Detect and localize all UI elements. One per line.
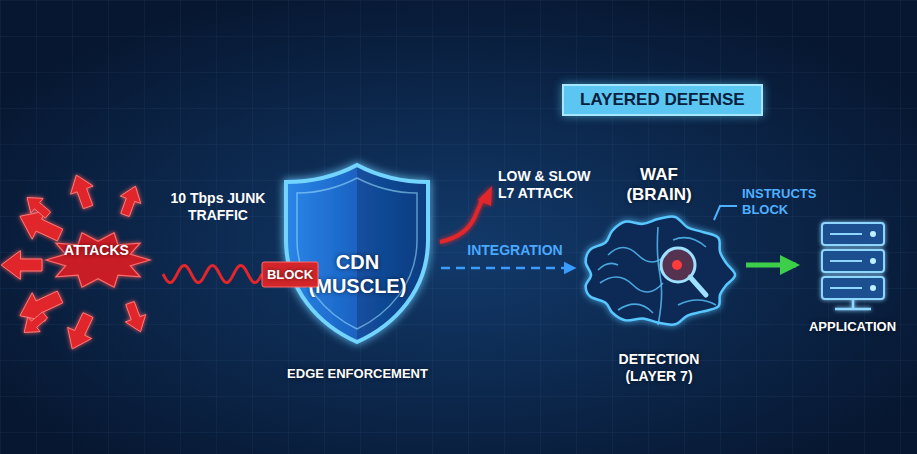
application-server: APPLICATION: [800, 215, 905, 343]
server-light: [870, 231, 876, 237]
node-label: BLOCK: [262, 267, 318, 283]
attack-label: LOW & SLOW L7 ATTACK: [498, 168, 598, 202]
attack-cluster-shape: [30, 185, 163, 345]
brain-fold: [618, 304, 653, 313]
node-caption: EDGE ENFORCEMENT: [280, 366, 435, 382]
brain-fold: [678, 300, 716, 305]
magnifier-lens: [661, 248, 695, 282]
threat-dot: [672, 260, 682, 270]
server-slot: [830, 260, 862, 262]
brain-fold: [608, 248, 668, 263]
brain-fold: [657, 227, 661, 325]
instruct-bracket: [714, 206, 737, 220]
shield-outline: [286, 165, 428, 342]
server-stand: [835, 299, 871, 309]
attack-arrow: [20, 211, 63, 241]
server-unit: [822, 277, 884, 299]
attack-burst: [46, 233, 150, 287]
node-label: WAF (BRAIN): [609, 165, 709, 206]
server-slot: [830, 233, 862, 235]
attack-cluster: ATTACKS: [30, 185, 163, 345]
integration-link: [441, 267, 574, 270]
brain-fold: [600, 277, 663, 292]
server-light: [870, 258, 876, 264]
attack-arrow: [68, 313, 93, 349]
block-tag: BLOCK: [262, 262, 318, 287]
server-slot: [830, 287, 862, 289]
brain-fold: [673, 238, 706, 247]
attack-arrow: [71, 175, 94, 209]
magnifier-handle: [690, 277, 706, 295]
server-unit: [822, 250, 884, 272]
attack-arrow: [120, 186, 140, 216]
instruction-label: INSTRUCTS BLOCK: [742, 186, 826, 217]
brain-outline: [586, 217, 735, 325]
block-fill: [262, 262, 318, 287]
node-label: ATTACKS: [52, 242, 142, 259]
l7-attack-arrowhead: [478, 186, 492, 206]
attack-arrow: [24, 312, 47, 333]
node-label: APPLICATION: [800, 319, 905, 335]
attack-arrow: [125, 301, 145, 331]
edge-label: 10 Tbps JUNK TRAFFIC: [163, 190, 273, 224]
attack-arrow: [1, 251, 42, 280]
shield-inner: [297, 178, 417, 329]
brain-fold: [598, 263, 618, 270]
clean-traffic-arrow: [746, 263, 796, 268]
node-caption: DETECTION (LAYER 7): [603, 351, 715, 385]
edge-label: INTEGRATION: [450, 242, 580, 259]
server-light: [870, 285, 876, 291]
junk-traffic-wave: [163, 265, 262, 282]
server-unit: [822, 223, 884, 245]
node-label: CDN (MUSCLE): [305, 250, 410, 298]
attack-arrow: [27, 198, 50, 219]
l7-attack-arrow: [440, 198, 483, 242]
title-banner: LAYERED DEFENSE: [562, 84, 763, 116]
waf-brain: WAF (BRAIN) DETECTION (LAYER 7): [578, 165, 740, 390]
